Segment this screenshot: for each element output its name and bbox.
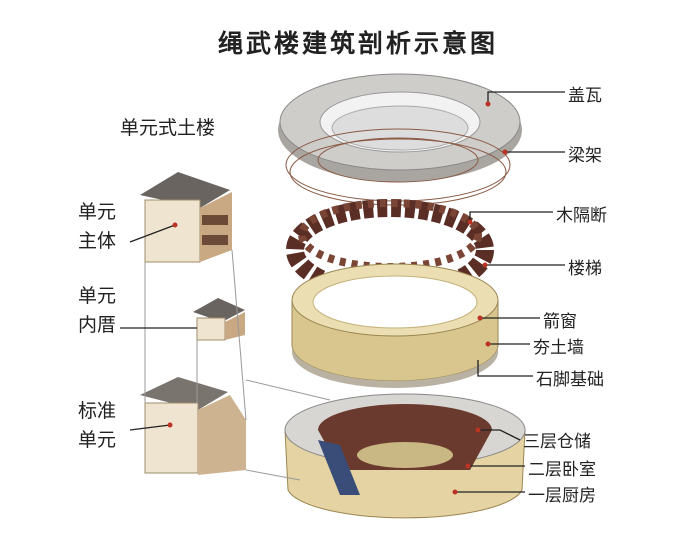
inner-unit-house xyxy=(193,298,245,341)
label-stairs: 楼梯 xyxy=(568,259,602,279)
diagram-title: 绳武楼建筑剖析示意图 xyxy=(218,29,499,58)
main-unit-house xyxy=(140,172,232,263)
label-beam-frame: 梁架 xyxy=(568,146,602,166)
cutaway-layer xyxy=(284,393,526,519)
marker-dots xyxy=(167,101,508,495)
standard-unit-label: 标准单元 xyxy=(78,400,117,451)
label-second-floor-bedroom: 二层卧室 xyxy=(528,460,596,480)
rammed-earth-wall-layer xyxy=(291,263,499,388)
standard-unit-house xyxy=(140,377,246,475)
guide-lines xyxy=(144,249,331,481)
label-wood-partition: 木隔断 xyxy=(556,206,607,226)
leader-lines xyxy=(120,91,565,493)
left-heading: 单元式土楼 xyxy=(120,117,216,139)
main-unit-label: 单元主体 xyxy=(78,201,117,252)
inner-unit-label: 单元内厝 xyxy=(78,285,117,336)
label-arrow-window: 箭窗 xyxy=(543,312,577,332)
label-rammed-earth-wall: 夯土墙 xyxy=(533,338,584,358)
label-roof-tiles: 盖瓦 xyxy=(568,86,602,106)
roof-tiles-layer xyxy=(278,73,522,182)
label-first-floor-kitchen: 一层厨房 xyxy=(528,486,596,506)
label-third-floor-storage: 三层仓储 xyxy=(523,432,591,452)
label-stone-foundation: 石脚基础 xyxy=(536,370,604,390)
